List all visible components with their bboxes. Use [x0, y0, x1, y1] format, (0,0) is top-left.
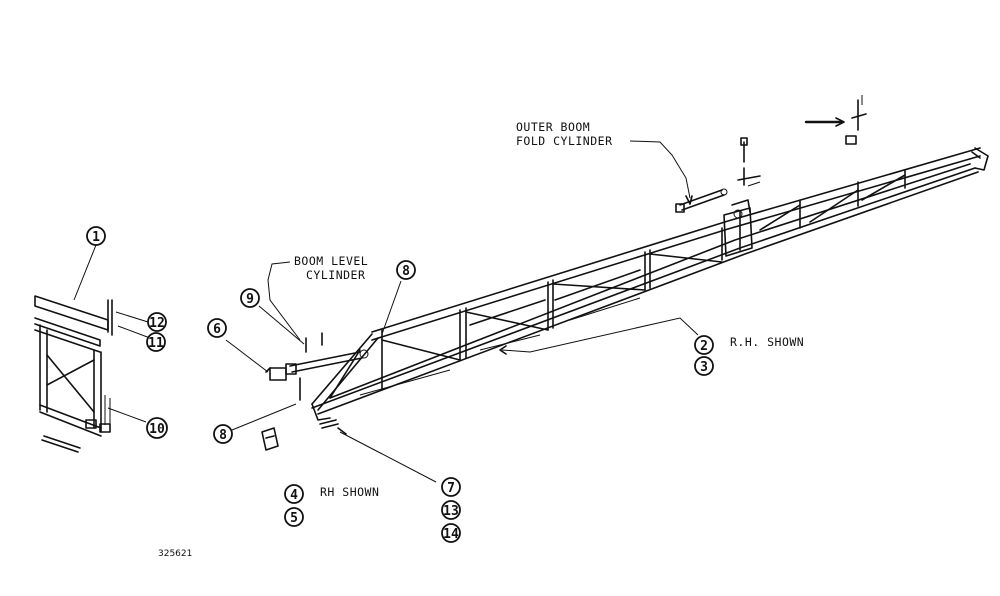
boom-level-cylinder [261, 332, 369, 451]
callout-14-label: 14 [443, 527, 459, 542]
callout-13: 13 [441, 500, 461, 520]
callout-1: 1 [86, 226, 106, 246]
boom-level-label-line1: BOOM LEVEL [294, 254, 368, 268]
callout-10-label: 10 [149, 422, 165, 437]
callout-12: 12 [147, 312, 167, 332]
callout-3: 3 [694, 356, 714, 376]
callout-4-label: 4 [290, 488, 298, 503]
outer-boom-label-line2: FOLD CYLINDER [516, 134, 613, 148]
callout-6-label: 6 [213, 322, 221, 337]
callout-9: 9 [240, 288, 260, 308]
figure-code: 325621 [158, 549, 192, 559]
callout-8-upper-label: 8 [402, 264, 410, 279]
boom-level-label-line2: CYLINDER [306, 268, 365, 282]
callout-2-label: 2 [700, 339, 708, 354]
boom-truss [311, 147, 989, 421]
callout-12-label: 12 [149, 316, 165, 331]
leader-lines [73, 140, 699, 483]
callout-6: 6 [207, 318, 227, 338]
callout-11: 11 [146, 332, 166, 352]
callout-7-label: 7 [447, 481, 455, 496]
callout-9-label: 9 [246, 292, 254, 307]
callout-3-label: 3 [700, 360, 708, 375]
center-frame [34, 295, 113, 453]
callout-2: 2 [694, 335, 714, 355]
rh-shown-boom-label: R.H. SHOWN [730, 335, 804, 349]
rh-shown-part-label: RH SHOWN [320, 485, 379, 499]
callout-11-label: 11 [148, 336, 164, 351]
callout-7: 7 [441, 477, 461, 497]
callout-14: 14 [441, 523, 461, 543]
fold-hardware [675, 95, 867, 213]
callout-8-lower-label: 8 [219, 428, 227, 443]
callout-4: 4 [284, 484, 304, 504]
callout-8-upper: 8 [396, 260, 416, 280]
callout-1-label: 1 [92, 230, 100, 245]
callout-13-label: 13 [443, 504, 459, 519]
callout-5: 5 [284, 507, 304, 527]
callout-5-label: 5 [290, 511, 298, 526]
callout-8-lower: 8 [213, 424, 233, 444]
callout-10: 10 [146, 417, 168, 439]
outer-boom-label-line1: OUTER BOOM [516, 120, 590, 134]
